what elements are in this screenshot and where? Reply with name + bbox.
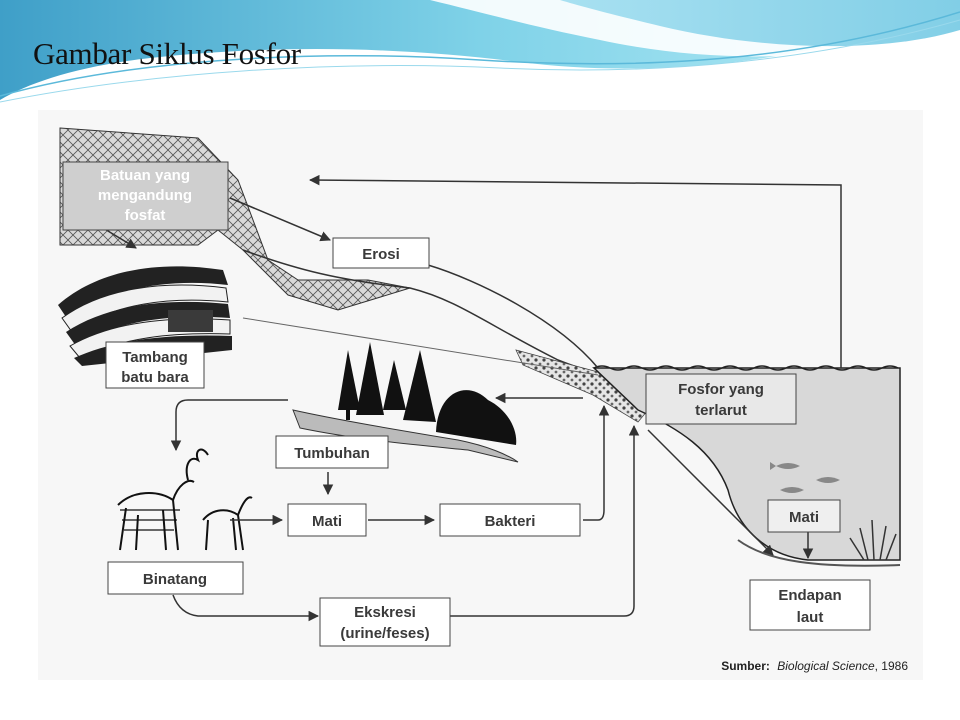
excretion-label-1: Ekskresi [354, 604, 416, 621]
source-work: Biological Science [777, 659, 875, 673]
plants-label: Tumbuhan [294, 445, 370, 462]
seagrass [849, 519, 897, 561]
source-prefix: Sumber: [721, 659, 770, 673]
header-swoosh [0, 0, 960, 103]
coal-mine-label-2: batu bara [121, 369, 189, 386]
sea-sediment-label-1: Endapan [778, 587, 841, 604]
plants-label-box [275, 435, 389, 469]
sea-sediment-label-box [749, 579, 871, 631]
coal-mine-label-1: Tambang [122, 349, 188, 366]
source-year: , 1986 [875, 659, 909, 673]
coal-mine-label-box [105, 341, 205, 389]
kudu-silhouettes [117, 448, 253, 551]
phosphate-rock-label-1: Batuan yang [100, 167, 190, 184]
phosphate-rock-label-2: mengandung [98, 187, 192, 204]
phosphorus-cycle-diagram: Batuan yang mengandung fosfat Erosi Tamb… [58, 127, 908, 673]
seabed [737, 539, 901, 567]
slide-title: Gambar Siklus Fosfor [33, 36, 301, 71]
dissolved-phosphorus-label-2: terlarut [695, 402, 747, 419]
dead-label-box [287, 503, 367, 537]
bacteria-label-box [439, 503, 581, 537]
sea-dead-label: Mati [789, 509, 819, 526]
forest-trees [338, 342, 517, 445]
ocean-surface-waves [593, 365, 899, 371]
dissolved-phosphorus-label-1: Fosfor yang [678, 381, 764, 398]
excretion-label-box [319, 597, 451, 647]
source-credit: Sumber: Biological Science, 1986 [721, 659, 908, 673]
animals-label: Binatang [143, 571, 207, 588]
bacteria-label: Bakteri [485, 513, 536, 530]
sea-dead-label-box [767, 499, 841, 533]
phosphate-rock-label-3: fosfat [125, 207, 166, 224]
erosion-label: Erosi [362, 246, 400, 263]
mine-runoff-line [242, 317, 599, 376]
dissolved-phosphorus-label-box [645, 373, 797, 425]
dead-label: Mati [312, 513, 342, 530]
cycle-arrows [102, 174, 842, 622]
fish [770, 462, 840, 493]
excretion-label-2: (urine/feses) [340, 625, 429, 642]
animals-label-box [107, 561, 244, 595]
erosion-label-box [332, 237, 430, 269]
diagram-panel: Batuan yang mengandung fosfat Erosi Tamb… [38, 110, 923, 680]
phosphate-rock-label-box [62, 161, 229, 231]
sea-sediment-label-2: laut [797, 609, 824, 626]
